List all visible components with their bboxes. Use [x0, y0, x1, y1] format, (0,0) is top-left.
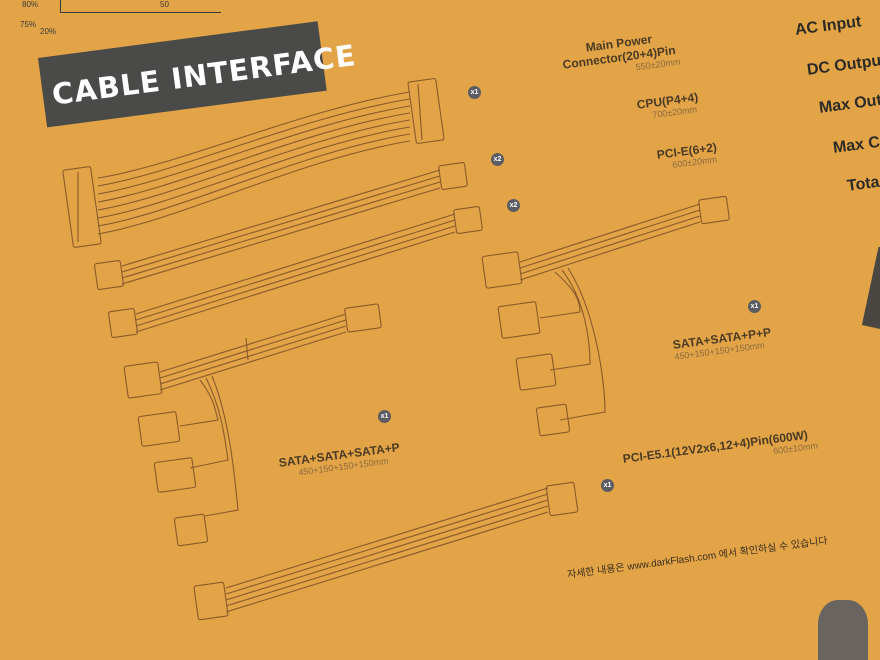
sata-sata-sata-p-cable-drawing: [123, 303, 382, 547]
chart-tick-label: 80%: [22, 0, 39, 9]
pcie51-cable-drawing: [193, 481, 579, 621]
chart-tick-label: 50: [160, 0, 169, 9]
sata-sata-p-p-cable-drawing: [481, 195, 730, 437]
main-power-cable-drawing: [62, 78, 445, 248]
chart-frame-fragment: [60, 0, 221, 13]
qty-badge-pcie51: x1: [601, 479, 614, 492]
pcie-cable-drawing: [108, 206, 483, 338]
cpu-cable-drawing: [94, 162, 468, 290]
qty-badge-sata-sata-p-p: x1: [748, 300, 761, 313]
qty-badge-main-power: x1: [468, 86, 481, 99]
background-object: [818, 600, 868, 660]
qty-badge-pcie: x2: [507, 199, 520, 212]
chart-tick-label: 75%: [20, 20, 37, 29]
qty-badge-cpu: x2: [491, 153, 504, 166]
qty-badge-sata-sata-sata-p: x1: [378, 410, 391, 423]
chart-tick-label: 20%: [40, 27, 57, 36]
